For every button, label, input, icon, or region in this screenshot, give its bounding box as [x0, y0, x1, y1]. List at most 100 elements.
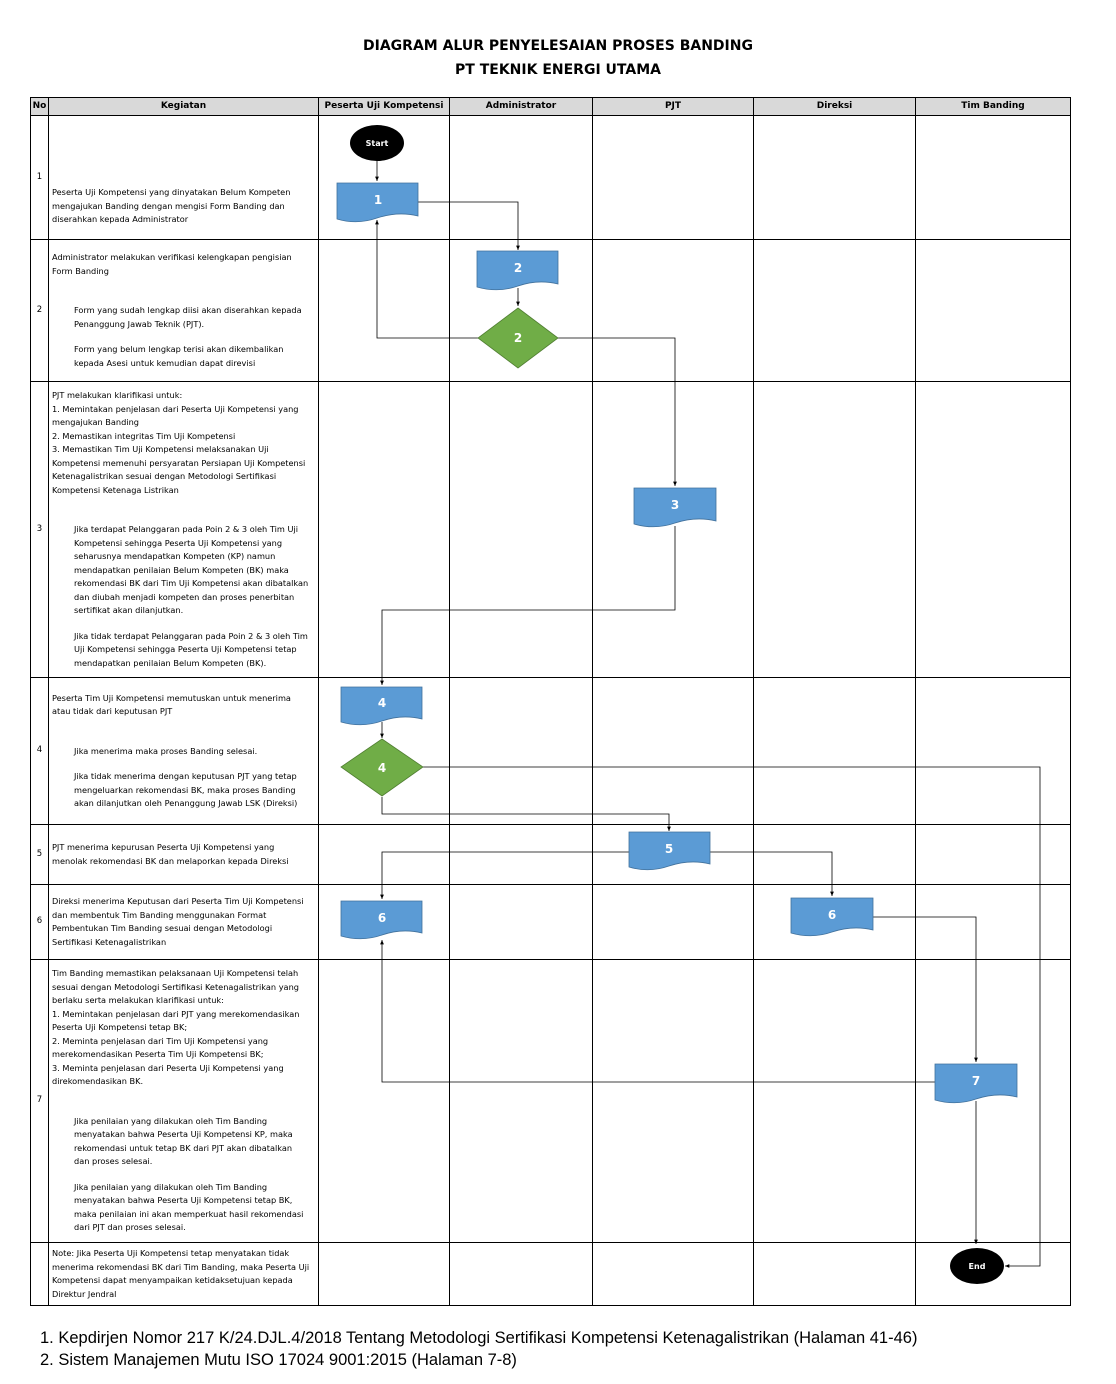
decision-2: [477, 307, 559, 369]
connector-5-to-6-direksi: [710, 851, 834, 896]
activity-line: Jika tidak menerima dengan keputusan PJT…: [74, 771, 297, 781]
activity-line: rekomendasi BK dari Tim Uji Kompetensi a…: [74, 578, 309, 588]
document-1: [336, 182, 419, 223]
activity-cell: Administrator melakukan verifikasi kelen…: [48, 239, 319, 382]
connector-dec4-to-5: [381, 797, 671, 831]
activity-line: Sertifikasi Ketenagalistrikan: [52, 936, 167, 947]
document-3: [633, 487, 717, 528]
activity-line: Kompetensi dapat menyampaikan ketidakset…: [52, 1275, 293, 1285]
activity-line: maka penilaian ini akan memperkuat hasil…: [74, 1208, 304, 1219]
activity-cell: Tim Banding memastikan pelaksanaan Uji K…: [48, 959, 319, 1243]
activity-line: Form yang belum lengkap terisi akan dike…: [74, 344, 284, 354]
document-5: [628, 831, 711, 871]
connector-1-to-2: [418, 201, 520, 250]
document-6-direksi-label: 6: [828, 908, 836, 922]
activity-line: rekomendasi untuk tetap BK dari PJT akan…: [74, 1142, 293, 1153]
activity-line: dan membentuk Tim Banding menggunakan Fo…: [52, 909, 267, 920]
document-6-direksi: [790, 897, 874, 937]
activity-line: menyatakan bahwa Peserta Uji Kompetensi …: [74, 1195, 293, 1206]
document-2-label: 2: [514, 261, 522, 275]
activity-line: Jika terdapat Pelanggaran pada Poin 2 & …: [74, 524, 298, 534]
activity-line: Penanggung Jawab Teknik (PJT).: [74, 318, 205, 329]
activity-line: sesuai dengan Metodologi Sertifikasi Ket…: [52, 981, 299, 992]
activity-line: Jika penilaian yang dilakukan oleh Tim B…: [74, 1181, 268, 1192]
decision-2-label: 2: [514, 331, 522, 345]
connector-dec2-return-to-1: [375, 220, 478, 339]
activity-line: 2. Memastikan integritas Tim Uji Kompete…: [52, 430, 236, 441]
activity-cell: Peserta Tim Uji Kompetensi memutuskan un…: [48, 677, 319, 825]
activity-line: menyatakan bahwa Peserta Uji Kompetensi …: [74, 1129, 293, 1140]
connector-3-to-4: [380, 526, 676, 685]
activity-cell: Direksi menerima Keputusan dari Peserta …: [48, 884, 319, 960]
activity-line: sertifikat akan dilanjutkan.: [74, 605, 184, 615]
activity-line: berlaku serta melakukan klarifikasi untu…: [52, 995, 224, 1006]
connector-7-to-6-peserta: [380, 940, 935, 1083]
document-5-label: 5: [665, 842, 673, 856]
document-6-peserta: [340, 900, 423, 940]
header-row: No Kegiatan Peserta Uji Kompetensi Admin…: [30, 97, 1071, 116]
table-row: Note: Jika Peserta Uji Kompetensi tetap …: [30, 1242, 1071, 1306]
start-label: Start: [366, 139, 389, 148]
activity-line: PJT melakukan klarifikasi untuk:: [52, 390, 183, 400]
activity-line: mengajukan Banding dengan mengisi Form B…: [52, 200, 285, 211]
table-row: 2 Administrator melakukan verifikasi kel…: [30, 239, 1071, 382]
activity-line: dan diubah menjadi kompeten dan proses p…: [74, 591, 295, 602]
document-4-label: 4: [378, 696, 386, 710]
activity-line: Administrator melakukan verifikasi kelen…: [52, 252, 292, 262]
document-4: [340, 686, 423, 726]
header-peserta: Peserta Uji Kompetensi: [318, 97, 450, 116]
header-kegiatan: Kegiatan: [48, 97, 319, 116]
activity-line: Tim Banding memastikan pelaksanaan Uji K…: [52, 968, 299, 979]
connector-dec4-to-end: [423, 766, 1041, 1268]
activity-line: Form yang sudah lengkap diisi akan diser…: [74, 305, 302, 315]
activity-line: mengajukan Banding: [52, 417, 139, 427]
end-terminator: End: [950, 1248, 1004, 1284]
document-7-label: 7: [972, 1074, 980, 1088]
document-3-label: 3: [671, 498, 679, 512]
activity-line: 2. Meminta penjelasan dari Tim Uji Kompe…: [52, 1035, 269, 1046]
reference-1: 1. Kepdirjen Nomor 217 K/24.DJL.4/2018 T…: [40, 1329, 918, 1347]
activity-line: merekomendasikan Peserta Tim Uji Kompete…: [52, 1049, 264, 1060]
activity-cell: PJT melakukan klarifikasi untuk: 1. Memi…: [48, 381, 319, 678]
document-2: [476, 250, 559, 291]
activity-line: Kompetensi Ketenaga Listrikan: [52, 484, 179, 495]
document-6-peserta-label: 6: [378, 911, 386, 925]
activity-line: Kompetensi sehingga Peserta Uji Kompeten…: [74, 537, 283, 548]
activity-line: diserahkan kepada Administrator: [52, 214, 189, 225]
activity-line: dari PJT dan proses selesai.: [74, 1222, 186, 1233]
activity-line: 3. Memastikan Tim Uji Kompetensi melaksa…: [52, 444, 269, 454]
activity-cell: Note: Jika Peserta Uji Kompetensi tetap …: [48, 1242, 319, 1306]
activity-line: menerima rekomendasi BK dari Tim Banding…: [52, 1261, 310, 1272]
document-7: [934, 1063, 1018, 1104]
decision-4: [340, 738, 424, 797]
activity-line: Ketenagalistrikan sesuai dengan Metodolo…: [52, 471, 277, 481]
activity-line: Jika menerima maka proses Banding selesa…: [74, 745, 258, 756]
end-label: End: [969, 1262, 986, 1271]
decision-4-label: 4: [378, 761, 386, 775]
header-pjt: PJT: [592, 97, 754, 116]
table-row: 6 Direksi menerima Keputusan dari Pesert…: [30, 884, 1071, 960]
header-tim-banding: Tim Banding: [915, 97, 1071, 116]
activity-line: atau tidak dari keputusan PJT: [52, 706, 173, 716]
activity-line: Peserta Uji Kompetensi tetap BK;: [52, 1022, 188, 1033]
activity-line: Uji Kompetensi sehingga Peserta Uji Komp…: [74, 644, 297, 654]
reference-2: 2. Sistem Manajemen Mutu ISO 17024 9001:…: [40, 1351, 517, 1369]
activity-line: Jika penilaian yang dilakukan oleh Tim B…: [74, 1115, 268, 1126]
activity-line: Direktur Jendral: [52, 1288, 117, 1299]
activity-line: mengeluarkan rekomendasi BK, maka proses…: [74, 784, 296, 795]
activity-line: Pembentukan Tim Banding sesuai dengan Me…: [52, 923, 273, 933]
activity-line: Jika tidak terdapat Pelanggaran pada Poi…: [74, 630, 308, 641]
activity-line: Peserta Tim Uji Kompetensi memutuskan un…: [52, 692, 291, 703]
activity-line: Direksi menerima Keputusan dari Peserta …: [52, 896, 304, 906]
activity-line: 1. Memintakan penjelasan dari Peserta Uj…: [52, 403, 299, 414]
header-direksi: Direksi: [753, 97, 916, 116]
document-1-label: 1: [374, 193, 382, 207]
company-title: PT TEKNIK ENERGI UTAMA: [455, 62, 661, 78]
activity-cell: Peserta Uji Kompetensi yang dinyatakan B…: [48, 115, 319, 240]
connector-dec2-to-3: [558, 337, 677, 486]
activity-line: Kompetensi memenuhi persyaratan Persiapa…: [52, 457, 306, 468]
flowchart-table: No Kegiatan Peserta Uji Kompetensi Admin…: [30, 97, 1071, 1306]
activity-line: Form Banding: [52, 265, 109, 276]
activity-line: kepada Asesi untuk kemudian dapat direvi…: [74, 357, 256, 368]
